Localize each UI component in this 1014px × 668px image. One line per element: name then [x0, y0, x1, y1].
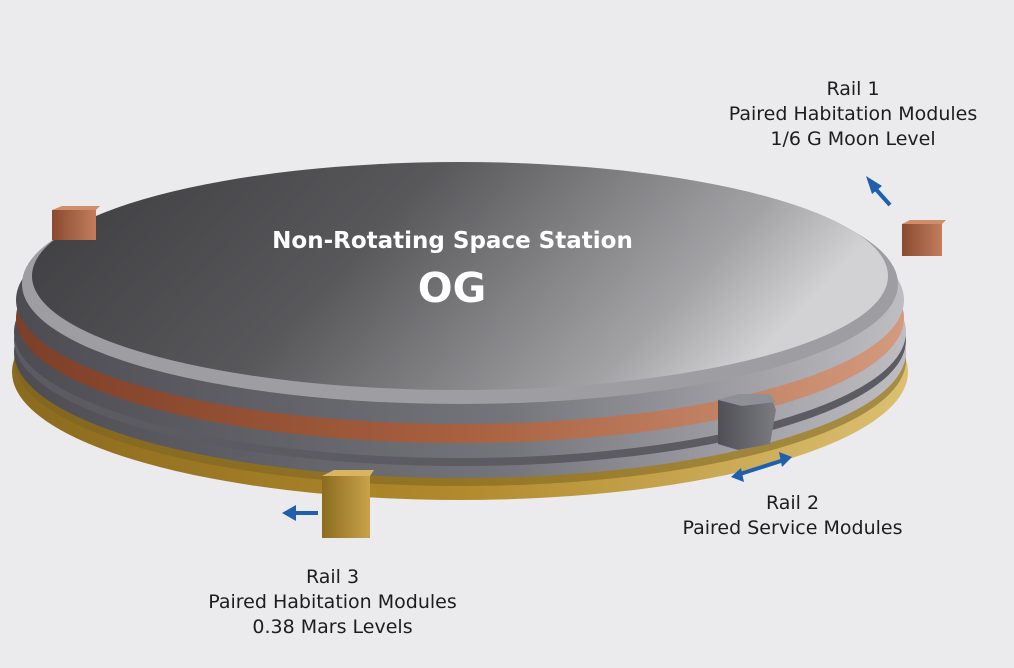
rail-2-label: Rail 2 Paired Service Modules	[650, 491, 935, 541]
rail-1-modules: Paired Habitation Modules	[728, 103, 978, 125]
rail-1-rotation-arrow	[866, 176, 892, 207]
rail-2-double-arrow	[731, 452, 792, 482]
rail-3-label: Rail 3 Paired Habitation Modules 0.38 Ma…	[170, 565, 495, 640]
rail-1-label: Rail 1 Paired Habitation Modules 1/6 G M…	[688, 77, 1014, 152]
rail-3-name: Rail 3	[305, 566, 360, 588]
rail-2-module	[718, 394, 776, 450]
rail-2-name: Rail 2	[765, 492, 820, 514]
rail-1-name: Rail 1	[826, 78, 880, 100]
rail-1-module-left	[52, 206, 100, 240]
rail-1-module-right	[902, 220, 946, 256]
rail-2-modules: Paired Service Modules	[682, 517, 903, 539]
station-top-disc	[32, 162, 888, 390]
rail-3-rotation-arrow	[282, 505, 318, 521]
rail-3-modules: Paired Habitation Modules	[208, 591, 457, 613]
rail-1-gravity: 1/6 G Moon Level	[770, 128, 936, 150]
rail-3-gravity: 0.38 Mars Levels	[252, 616, 413, 638]
station-title: Non-Rotating Space Station	[272, 228, 633, 254]
rail-3-module	[322, 470, 374, 538]
station-gravity-value: OG	[417, 264, 487, 312]
